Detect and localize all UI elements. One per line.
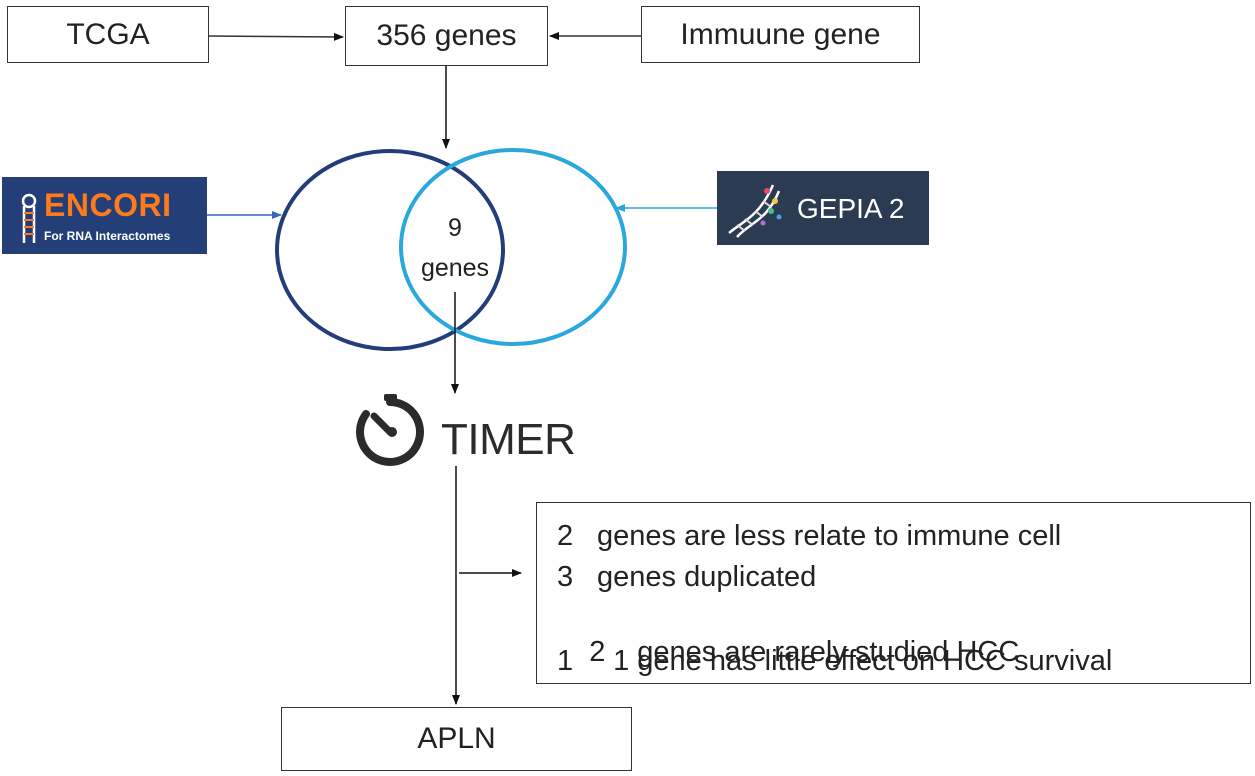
encori-subtitle: For RNA Interactomes [44,229,171,243]
filter-text: genes are less relate to immune cell [597,520,1062,552]
apln-box: APLN [281,707,632,771]
rna-hairpin-icon [21,193,37,243]
venn-count: 9 [448,214,462,242]
filter-text: 1 gene has little effect on HCC survival [597,645,1113,677]
filter-item: 2 genes are rarely studied HCC [557,603,1019,702]
tcga-label: TCGA [66,17,150,51]
filter-count: 2 [557,520,574,552]
venn-left-circle [275,149,505,351]
gepia-logo: GEPIA 2 [717,171,929,245]
timer-icon [356,394,424,466]
encori-logo: ENCORI For RNA Interactomes [2,177,207,254]
filter-item: 3 genes duplicated [557,561,816,594]
immune-gene-box: Immuune gene [641,6,920,63]
timer-title: TIMER [441,415,576,464]
filter-count: 1 [557,645,574,677]
filter-item: 1 1 gene has little effect on HCC surviv… [557,645,1112,678]
filter-count: 3 [557,561,574,593]
genes-356-box: 356 genes [345,6,548,66]
genes-356-label: 356 genes [376,19,517,52]
tcga-box: TCGA [7,6,209,63]
filter-count: 2 [589,636,606,668]
gepia-title: GEPIA 2 [797,193,905,224]
venn-unit: genes [420,254,490,282]
apln-label: APLN [417,722,496,755]
venn-overlap-label: 9 genes [408,208,502,288]
immune-gene-label: Immuune gene [680,17,881,51]
venn-right-circle [399,148,627,346]
arrow-tcga-to-genes [208,32,344,41]
encori-title: ENCORI [44,187,172,223]
filter-text: genes are rarely studied HCC [629,636,1020,668]
filter-text: genes duplicated [597,561,817,593]
dna-helix-icon [728,184,782,238]
filter-item: 2 genes are less relate to immune cell [557,520,1061,553]
